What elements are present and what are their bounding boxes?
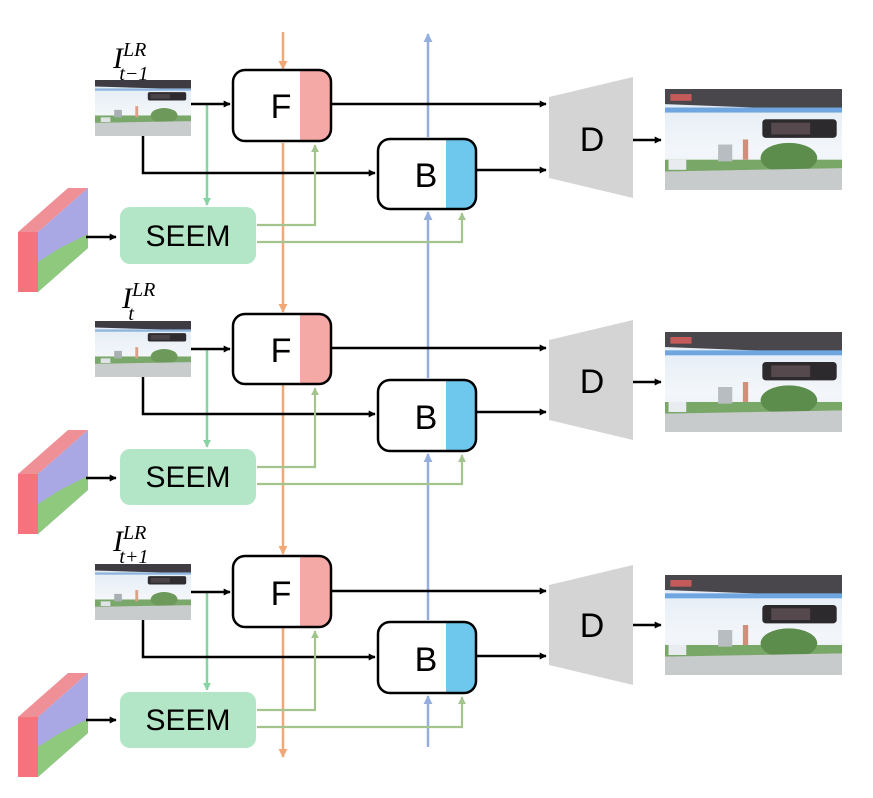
forward-module: F [231,68,333,143]
segmentation-map-cube [18,188,88,292]
svg-text:B: B [415,157,438,195]
input-lr-frame-t-minus-1 [95,80,191,136]
input-lr-frame-t-plus-1 [95,564,191,620]
decoder-module: D [549,77,633,198]
svg-text:B: B [415,399,438,437]
svg-text:F: F [271,575,292,613]
segmentation-map-cube [18,430,88,534]
segmentation-map-cube [18,673,88,777]
seem-module: SEEM [120,207,256,264]
svg-text:SEEM: SEEM [145,220,230,253]
svg-text:F: F [271,88,292,126]
svg-text:SEEM: SEEM [145,704,230,737]
forward-module: F [231,554,333,629]
svg-text:F: F [271,332,292,370]
output-hr-frame-t-plus-1 [665,575,842,675]
svg-text:B: B [415,641,438,679]
svg-text:SEEM: SEEM [145,461,230,494]
decoder-module: D [549,565,633,685]
backward-module: B [376,137,478,211]
decoder-module: D [549,320,633,440]
svg-text:D: D [580,121,605,159]
svg-text:D: D [580,363,605,401]
seem-module: SEEM [120,449,256,505]
output-hr-frame-t-minus-1 [665,89,842,190]
backward-module: B [376,378,478,453]
backward-module: B [376,620,478,695]
output-hr-frame-t [665,332,842,432]
forward-module: F [231,312,333,386]
svg-text:D: D [580,607,605,645]
seem-module: SEEM [120,692,256,748]
input-lr-frame-t [95,321,191,377]
